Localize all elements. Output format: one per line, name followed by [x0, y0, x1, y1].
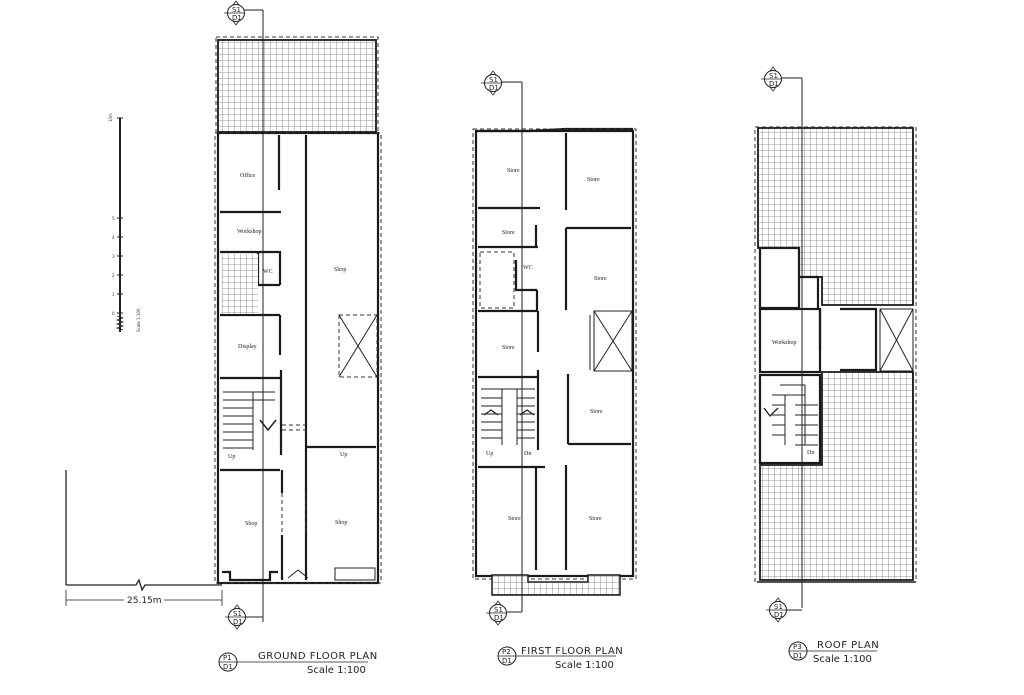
svg-text:S1: S1	[494, 606, 503, 614]
ground-floor-plan: Office Workshop WC Shop Display Up Up Sh…	[214, 0, 382, 676]
roof-title-block: P3 D1 ROOF PLAN Scale 1:100	[788, 640, 879, 665]
room-label: Store	[589, 516, 602, 522]
svg-text:D1: D1	[502, 657, 512, 665]
room-label: WC	[263, 269, 273, 275]
plan-scale: Scale 1:100	[813, 654, 872, 665]
svg-text:S1: S1	[233, 610, 242, 618]
section-marker-top: S1 D1	[760, 66, 782, 92]
scale-bar-label: Scale 1:100	[136, 308, 141, 332]
stair-first	[481, 388, 535, 445]
scale-bar-top-label: 10m	[108, 113, 113, 122]
room-label: Office	[240, 172, 256, 179]
room-label: Dn	[807, 450, 814, 456]
plan-scale: Scale 1:100	[555, 660, 614, 671]
stair-ground	[223, 391, 306, 450]
svg-text:D1: D1	[489, 84, 499, 92]
room-label: Shop	[335, 520, 347, 526]
section-marker-top: S1 D1	[223, 0, 245, 26]
roof-terrace-hatch	[757, 127, 914, 306]
room-label: Display	[238, 344, 257, 350]
room-label: Store	[587, 177, 600, 183]
yard-hatch	[217, 39, 377, 133]
site-dimension-label: 25.15m	[127, 596, 162, 606]
svg-text:P2: P2	[502, 648, 511, 656]
roof-plan: Workshop Dn S1 D1 S1 D1 P3 D1 ROOF PLAN …	[754, 66, 917, 665]
first-floor-plan: Store Store Store WC Store Store Store U…	[472, 70, 637, 671]
section-marker-bottom: S1 D1	[224, 604, 246, 630]
plan-title: GROUND FLOOR PLAN	[258, 651, 378, 662]
room-label: Shop	[334, 267, 346, 273]
scale-bar-tick-label: 3	[112, 254, 115, 259]
svg-text:S1: S1	[769, 72, 778, 80]
svg-text:D1: D1	[233, 618, 243, 626]
stair-roof	[763, 384, 818, 446]
scale-bar-tick-label: 2	[112, 273, 115, 278]
room-label: Dn	[524, 451, 531, 457]
svg-text:S1: S1	[232, 6, 241, 14]
scale-bar: 10m 5 4 3 2 1 0 Scale 1:100	[108, 113, 141, 332]
room-label: Store	[594, 276, 607, 282]
svg-text:D1: D1	[774, 611, 784, 619]
section-marker-bottom: S1 D1	[485, 600, 507, 626]
plan-scale: Scale 1:100	[307, 665, 366, 676]
svg-text:D1: D1	[494, 614, 504, 622]
room-label: Store	[507, 168, 520, 174]
scale-bar-tick-label: 5	[112, 216, 115, 221]
room-label: Store	[590, 409, 603, 415]
site-dimension: 25.15m	[65, 470, 223, 606]
room-label: Up	[486, 451, 493, 457]
scale-bar-tick-label: 1	[112, 292, 115, 297]
room-label: Up	[228, 454, 235, 460]
room-label: WC	[523, 265, 533, 271]
svg-text:D1: D1	[793, 652, 803, 660]
plan-title: ROOF PLAN	[817, 640, 879, 651]
room-label: Workshop	[237, 229, 262, 235]
ground-floor-title-block: P1 D1 GROUND FLOOR PLAN Scale 1:100	[218, 651, 378, 676]
room-label: Shop	[245, 521, 257, 527]
svg-text:P3: P3	[793, 643, 802, 651]
svg-text:S1: S1	[774, 603, 783, 611]
scale-bar-tick-label: 0	[112, 311, 115, 316]
room-label: Up	[340, 452, 347, 458]
room-label: Workshop	[772, 340, 797, 346]
section-marker-bottom: S1 D1	[765, 597, 787, 623]
room-label: Store	[502, 230, 515, 236]
scale-bar-tick-label: 4	[112, 235, 115, 240]
roof-lower-hatch	[759, 371, 914, 581]
svg-text:P1: P1	[223, 654, 232, 662]
section-marker-top: S1 D1	[480, 70, 502, 96]
svg-text:D1: D1	[223, 663, 233, 671]
svg-text:S1: S1	[489, 76, 498, 84]
svg-text:D1: D1	[769, 80, 779, 88]
room-label: Store	[502, 345, 515, 351]
svg-text:D1: D1	[232, 14, 242, 22]
room-label: Store	[508, 516, 521, 522]
balcony-hatch	[491, 574, 621, 596]
first-floor-title-block: P2 D1 FIRST FLOOR PLAN Scale 1:100	[497, 646, 623, 671]
plan-title: FIRST FLOOR PLAN	[521, 646, 623, 657]
